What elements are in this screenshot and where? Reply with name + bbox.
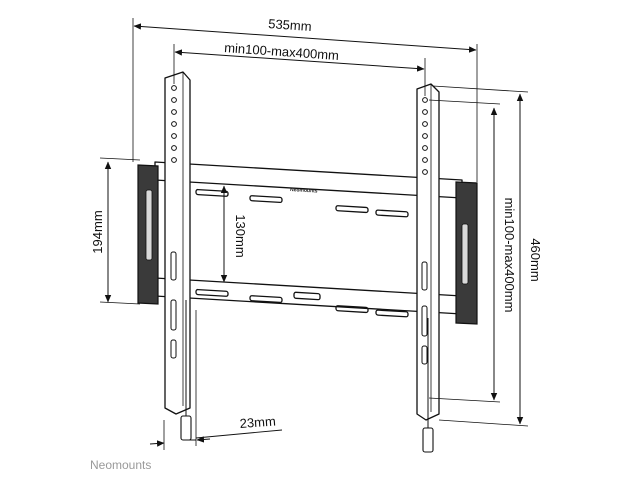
dimension-rail-spacing: 130mm	[220, 185, 248, 283]
dimension-hole-spacing-horizontal: min100-max400mm	[173, 40, 426, 96]
hole-spacing-vertical-label: min100-max400mm	[502, 198, 517, 313]
brand-watermark: Neomounts	[90, 458, 151, 472]
left-end-cap	[137, 164, 159, 305]
dimension-overall-height: 460mm	[432, 85, 543, 427]
dimension-wall-plate-height: 194mm	[90, 157, 141, 305]
left-tv-bracket	[164, 71, 192, 441]
right-tv-bracket	[416, 83, 440, 453]
wall-distance-label: 23mm	[239, 414, 276, 431]
dimension-overall-width: 535mm	[132, 16, 478, 182]
wall-plate	[154, 161, 463, 318]
dimension-hole-spacing-vertical: min100-max400mm	[428, 99, 517, 403]
dimension-wall-distance: 23mm	[149, 310, 283, 450]
plate-logo: Neomounts	[290, 187, 318, 195]
right-end-cap	[455, 181, 478, 325]
rail-spacing-label: 130mm	[233, 214, 248, 257]
overall-height-label: 460mm	[528, 238, 543, 281]
wall-plate-height-label: 194mm	[90, 210, 105, 253]
overall-width-label: 535mm	[268, 16, 312, 34]
